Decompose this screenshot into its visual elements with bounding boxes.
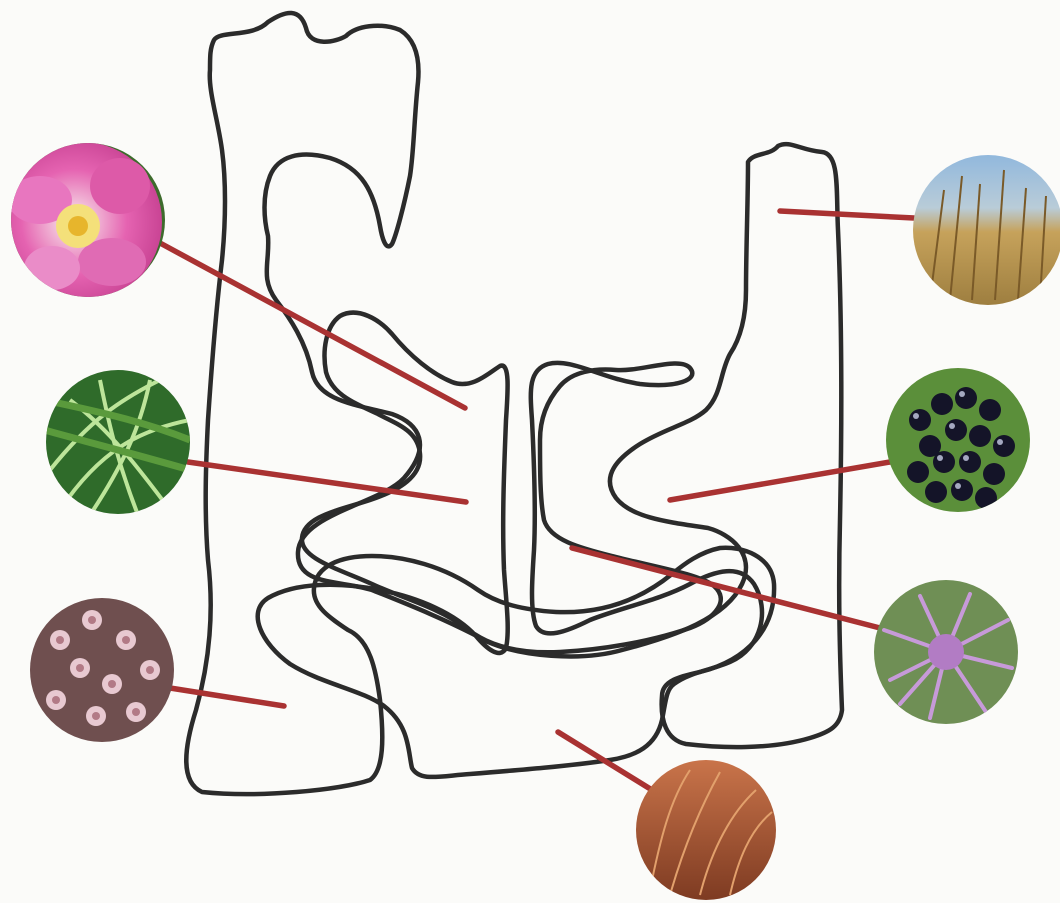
- leader-elderberry: [670, 462, 890, 500]
- milkweed-photo: [28, 596, 178, 746]
- leader-wild-rose: [160, 243, 465, 408]
- leader-milkweed: [170, 688, 284, 706]
- prairie-grass-photo: [910, 152, 1060, 312]
- wild-rose-photo: [2, 140, 168, 302]
- bed-outline: [186, 13, 842, 794]
- bee-balm-photo: [872, 578, 1022, 728]
- inner-left-bed-outline: [258, 313, 762, 777]
- outer-bed-outline: [186, 13, 842, 794]
- leader-prairie-grass: [780, 211, 914, 218]
- leader-bee-balm: [572, 548, 880, 628]
- elderberry-photo: [884, 366, 1034, 516]
- leader-sedge: [188, 462, 466, 502]
- sedge-photo: [44, 368, 194, 520]
- little-bluestem-photo: [636, 760, 776, 900]
- leader-little-bluestem: [558, 732, 652, 790]
